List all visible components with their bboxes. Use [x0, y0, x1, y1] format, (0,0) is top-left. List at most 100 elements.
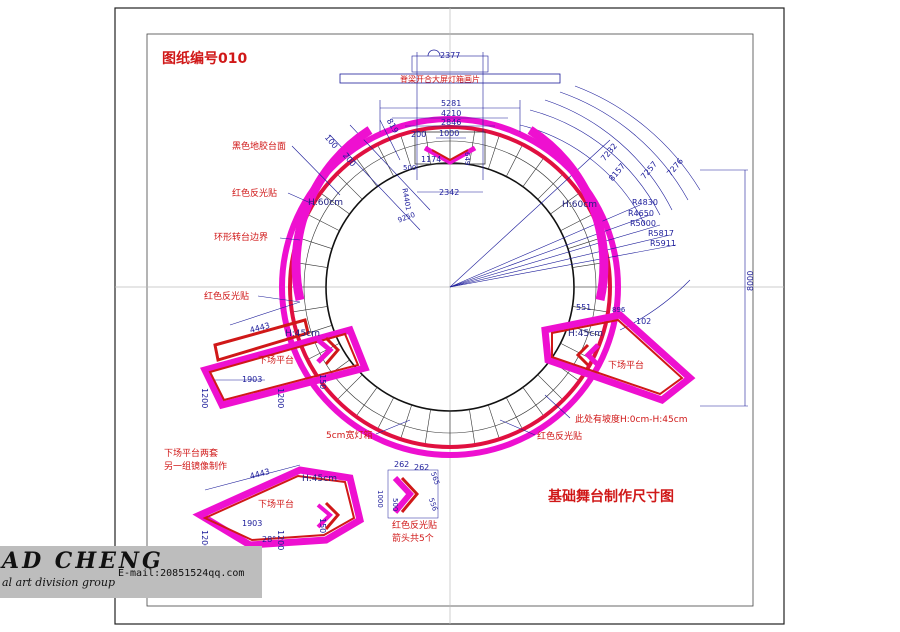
arrow-dim-1000: 1000	[376, 490, 384, 508]
dim-200: 200	[411, 130, 426, 139]
outer-ring-magenta	[279, 116, 621, 458]
ring-tick	[321, 193, 350, 215]
dim-100: 100	[323, 133, 340, 150]
dim-5281: 5281	[441, 99, 461, 108]
h45-right: H:45cm	[568, 329, 603, 339]
dim-7232: 7232	[599, 142, 619, 163]
left-upper-band	[291, 126, 373, 301]
dim-4443b: 4443	[249, 467, 271, 481]
h45-detail: H:45cm	[302, 474, 337, 484]
ring-tick	[356, 158, 378, 187]
arrow-dim-556: 556	[427, 497, 439, 513]
dim-551: 551	[576, 303, 591, 312]
label-exit-left: 下场平台	[258, 354, 294, 366]
dim-1200d: 1200	[276, 530, 285, 550]
ring-tick	[506, 397, 522, 428]
ring-tick	[572, 306, 607, 313]
ring-tick	[299, 237, 333, 249]
arrow-dim-262b: 262	[414, 463, 429, 472]
ring-tick	[400, 136, 412, 170]
dim-8000: 8000	[746, 271, 755, 291]
top-dim-lines	[379, 52, 521, 193]
arrow-dim-500: 500	[391, 498, 399, 511]
dim-1174: 1174	[421, 155, 441, 164]
ring-tick	[488, 404, 500, 438]
arrow-dim-565: 565	[429, 471, 441, 486]
detail-exit-platform	[192, 464, 365, 549]
ring-tick	[550, 193, 579, 215]
ring-tick	[506, 146, 522, 177]
right-upper-band	[527, 126, 609, 301]
ring-tick	[560, 215, 591, 231]
watermark-logo: AD CHENG E-mail:20851524qq.com al art di…	[0, 546, 262, 598]
dim-r5000: R5000	[630, 219, 656, 228]
arrow-dim-262: 262	[394, 460, 409, 469]
h60-left: H:60cm	[308, 198, 343, 208]
dim-649: 649	[463, 152, 471, 165]
screen-arc	[427, 49, 441, 57]
dim-150b: 150	[318, 518, 327, 533]
dim-1903: 1903	[242, 375, 262, 384]
ring-tick	[537, 374, 562, 399]
dim-7276: 7276	[665, 157, 685, 178]
label-red-reflect-1: 红色反光贴	[232, 187, 277, 199]
ring-tick	[424, 409, 431, 444]
dim-2846: 2846	[441, 118, 461, 127]
dim-1200c: 1200	[200, 530, 209, 550]
ring-tick	[567, 237, 601, 249]
label-black-floor: 黑色地胶台面	[232, 140, 286, 152]
dim-150: 150	[318, 374, 327, 389]
ring-tick	[537, 175, 562, 200]
dim-r4650: R4650	[628, 209, 654, 218]
label-ring-boundary: 环形转台边界	[214, 231, 268, 243]
label-arrow-note-1: 红色反光贴	[392, 519, 437, 531]
screen-cap	[411, 55, 489, 73]
ring-tick	[378, 146, 394, 177]
dim-1200b: 1200	[276, 388, 285, 408]
ring-tick	[356, 387, 378, 416]
ring-tick	[378, 397, 394, 428]
label-exit-detail: 下场平台	[258, 498, 294, 510]
label-arrow-note-2: 箭头共5个	[392, 532, 434, 544]
screen-label: 脊梁开合大屏灯箱画片	[400, 74, 480, 84]
dim-7257: 7257	[639, 160, 659, 181]
dim-r5817: R5817	[648, 229, 674, 238]
dim-28deg: 28°	[262, 535, 276, 544]
label-red-reflect-bottom: 红色反光贴	[537, 430, 582, 442]
ring-tick	[522, 158, 544, 187]
watermark-email: E-mail:20851524qq.com	[118, 568, 245, 579]
top-entrance	[414, 131, 486, 165]
dim-r5911: R5911	[650, 239, 676, 248]
drawing-number: 图纸编号010	[162, 50, 247, 67]
label-red-reflect-2: 红色反光贴	[204, 290, 249, 302]
arrow-detail	[387, 469, 439, 519]
outer-frame	[114, 7, 785, 625]
label-exit-note-1: 下场平台两套	[164, 447, 218, 459]
h60-right: H:60cm	[562, 200, 597, 210]
screen-bar	[339, 73, 561, 84]
label-slope-note: 此处有坡度H:0cm-H:45cm	[575, 413, 687, 425]
ring-tick	[469, 409, 476, 444]
dim-102: 102	[636, 317, 651, 326]
ring-tick	[488, 136, 500, 170]
dim-2342: 2342	[439, 188, 459, 197]
outer-ring-red	[288, 125, 612, 449]
text-layer: 图纸编号010 基础舞台制作尺寸图 脊梁开合大屏灯箱画片 黑色地胶台面 红色反光…	[162, 50, 755, 550]
ring-tick	[400, 404, 412, 438]
dim-1200: 1200	[200, 388, 209, 408]
h45-left: H:45cm	[285, 329, 320, 339]
ring-tick	[338, 374, 363, 399]
dim-2377: 2377	[440, 51, 460, 60]
ring-tick	[309, 215, 340, 231]
dim-1903b: 1903	[242, 519, 262, 528]
watermark-logo-text: AD CHENG	[2, 548, 164, 574]
label-lightbox: 5cm宽灯箱	[326, 429, 372, 441]
label-exit-note-2: 另一组镜像制作	[164, 460, 227, 472]
left-exit-platform	[200, 318, 370, 410]
dim-r4401: R4401	[400, 188, 412, 212]
watermark-subtitle: al art division group	[2, 576, 116, 589]
dim-r4830: R4830	[632, 198, 658, 207]
leader-lines	[257, 145, 571, 436]
dim-1000: 1000	[439, 129, 459, 138]
ring-tick	[293, 306, 328, 313]
